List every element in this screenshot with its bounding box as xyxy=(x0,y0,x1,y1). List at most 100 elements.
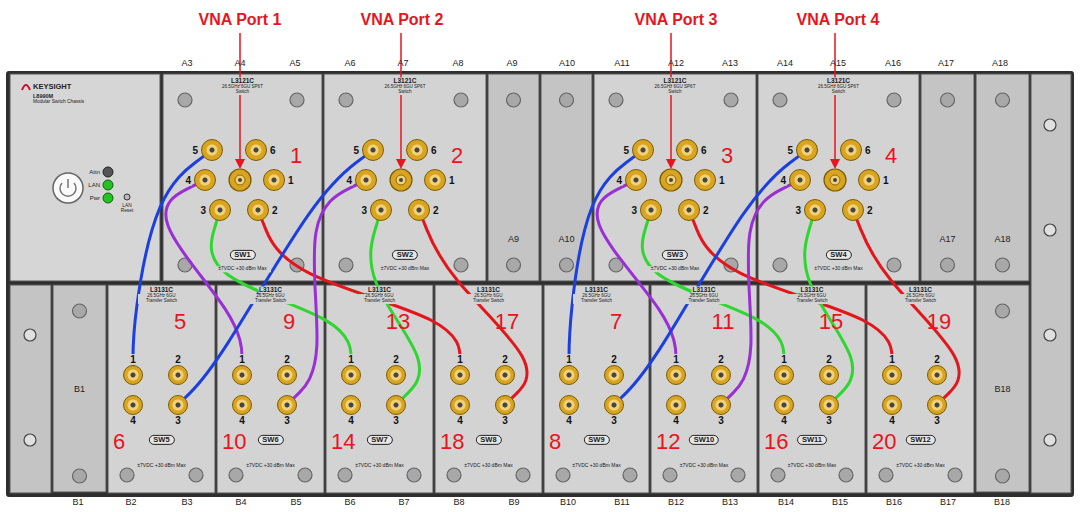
panel-screw xyxy=(298,468,312,482)
panel-screw xyxy=(560,258,574,272)
module-model: L3131C xyxy=(258,286,283,293)
port-number: 2 xyxy=(392,354,400,365)
panel-screw xyxy=(724,93,738,107)
side-panel xyxy=(10,285,51,493)
common-port-pin xyxy=(833,178,837,182)
power-button xyxy=(53,173,83,203)
panel-screw xyxy=(996,258,1010,272)
slot-label: A8 xyxy=(452,59,463,69)
module-spec: 26.5GHz 6GU Transfer Switch xyxy=(788,294,836,304)
panel-screw xyxy=(73,469,87,483)
common-port-core xyxy=(235,175,245,185)
common-port-pin xyxy=(669,178,673,182)
module-spec: 26.5GHz 6GU Transfer Switch xyxy=(465,294,513,304)
rating-text: ±7VDC +30 dBm Max xyxy=(215,266,271,272)
port-number: 3 xyxy=(717,415,725,426)
panel-screw xyxy=(839,468,853,482)
port-number: 4 xyxy=(184,175,192,186)
switch-badge: SW11 xyxy=(797,435,827,445)
port-number: 4 xyxy=(888,415,896,426)
slot-label: A4 xyxy=(234,59,245,69)
switch-badge: SW10 xyxy=(689,435,719,445)
port-number: 3 xyxy=(199,205,207,216)
port-number: 3 xyxy=(933,415,941,426)
rf-port: 2 xyxy=(386,365,406,385)
transfer-switch-module: L3131C26.5GHz 6GU Transfer SwitchSW9±7VD… xyxy=(543,283,650,495)
panel-screw xyxy=(996,469,1010,483)
blank-panel xyxy=(488,74,539,281)
callout-number: 18 xyxy=(440,430,464,454)
blank-panel xyxy=(976,74,1029,281)
slot-label: B14 xyxy=(778,498,794,508)
transfer-switch-module: L3131C26.5GHz 6GU Transfer SwitchSW8±7VD… xyxy=(434,283,543,495)
rating-text: ±7VDC +30 dBm Max xyxy=(786,463,838,469)
blank-panel xyxy=(53,285,106,492)
switch-badge: SW1 xyxy=(229,250,255,260)
rating-text: ±7VDC +30 dBm Max xyxy=(136,463,188,469)
port-number: 6 xyxy=(700,145,708,156)
port-number: 4 xyxy=(672,415,680,426)
transfer-switch-module: L3131C26.5GHz 6GU Transfer SwitchSW5±7VD… xyxy=(107,283,216,495)
module-model: L3121C xyxy=(826,77,851,84)
sp6t-switch-module: L3121C26.5GHz 6GU SP6T SwitchSW4±7VDC +3… xyxy=(757,72,920,283)
module-model: L3131C xyxy=(149,286,174,293)
module-face xyxy=(217,285,324,493)
module-face xyxy=(108,285,215,493)
port-number: 4 xyxy=(779,175,787,186)
coax-cable xyxy=(621,157,798,398)
slot-label: B15 xyxy=(832,498,848,508)
vna-port-label: VNA Port 4 xyxy=(797,11,880,29)
common-port xyxy=(229,169,251,191)
slot-label: A18 xyxy=(994,235,1010,245)
slot-label: B3 xyxy=(181,498,192,508)
port-number: 2 xyxy=(717,354,725,365)
mount-hole xyxy=(1044,434,1056,446)
port-number: 1 xyxy=(129,354,137,365)
rf-port: 1 xyxy=(858,169,880,191)
module-spec: 26.5GHz 6GU Transfer Switch xyxy=(897,294,945,304)
power-symbol xyxy=(60,179,76,196)
port-number: 1 xyxy=(882,175,890,186)
coax-cable xyxy=(133,157,203,365)
rf-port: 5 xyxy=(362,139,384,161)
panel-text: LAN Reset xyxy=(118,203,136,214)
blank-panel: A18 xyxy=(975,72,1030,283)
module-spec: 26.5GHz 6GU Transfer Switch xyxy=(356,294,404,304)
switch-badge: SW6 xyxy=(257,435,283,445)
sp6t-switch-module: L3121C26.5GHz 6GU SP6T SwitchSW3±7VDC +3… xyxy=(593,72,757,283)
rf-port: 4 xyxy=(666,395,686,415)
slot-label: A13 xyxy=(722,59,738,69)
rf-port: 6 xyxy=(406,139,428,161)
module-model: L3131C xyxy=(691,286,716,293)
mount-hole xyxy=(24,329,36,341)
reset-button xyxy=(124,194,130,200)
slot-label: A9 xyxy=(506,59,517,69)
rf-port: 6 xyxy=(676,139,698,161)
slot-label: B5 xyxy=(290,498,301,508)
rf-port: 5 xyxy=(201,139,223,161)
port-number: 2 xyxy=(432,205,440,216)
rf-port: 4 xyxy=(450,395,470,415)
port-number: 5 xyxy=(191,145,199,156)
blank-panel: A17 xyxy=(920,72,975,283)
rf-port: 2 xyxy=(408,199,430,221)
port-number: 4 xyxy=(565,415,573,426)
common-port xyxy=(660,169,682,191)
port-number: 2 xyxy=(174,354,182,365)
slot-label: B11 xyxy=(614,498,629,508)
mount-hole xyxy=(1044,329,1056,341)
callout-number: 7 xyxy=(610,310,622,334)
rf-port: 2 xyxy=(819,365,839,385)
module-model: L3131C xyxy=(584,286,609,293)
slot-label: B1 xyxy=(72,498,83,508)
module-face xyxy=(651,285,757,493)
coax-cable xyxy=(805,221,853,398)
panel-screw xyxy=(189,468,203,482)
rf-port: 2 xyxy=(495,365,515,385)
slot-label: B12 xyxy=(668,498,684,508)
transfer-switch-module: L3131C26.5GHz 6GU Transfer SwitchSW6±7VD… xyxy=(216,283,325,495)
panel-screw xyxy=(338,468,352,482)
rf-port: 6 xyxy=(245,139,267,161)
module-model: L3131C xyxy=(476,286,501,293)
brand-name: KEYSIGHT xyxy=(33,83,71,91)
